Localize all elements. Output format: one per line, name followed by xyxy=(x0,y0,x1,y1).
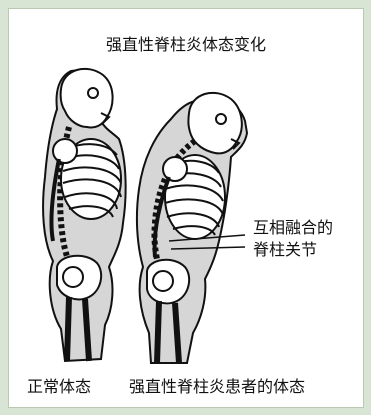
annotation-line-1: 互相融合的 xyxy=(253,217,333,239)
normal-posture-figure xyxy=(43,69,126,361)
normal-posture-label: 正常体态 xyxy=(27,373,91,397)
diagram-panel: 强直性脊柱炎体态变化 xyxy=(8,8,364,408)
posture-illustration xyxy=(9,9,363,407)
patient-posture-figure xyxy=(137,93,247,363)
annotation-line-2: 脊柱关节 xyxy=(253,239,333,261)
patient-posture-label: 强直性脊柱炎患者的体态 xyxy=(129,373,305,397)
fused-joints-annotation: 互相融合的 脊柱关节 xyxy=(253,217,333,261)
